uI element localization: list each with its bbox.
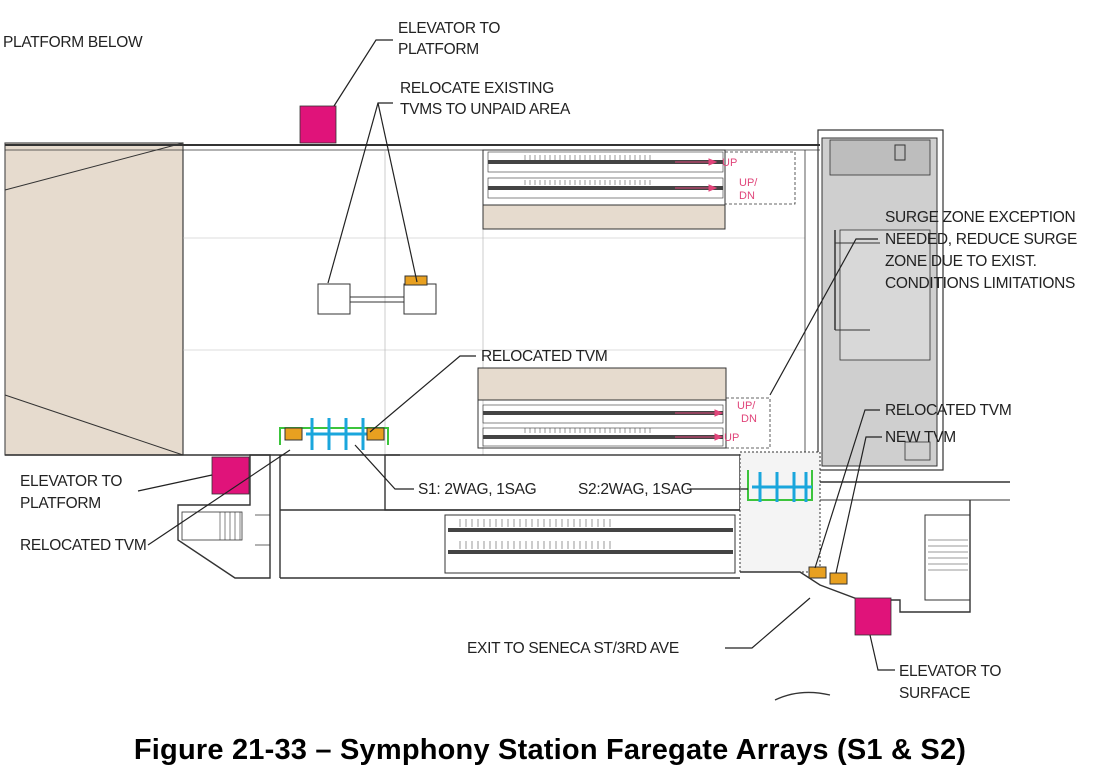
paid-area-outline	[279, 427, 813, 501]
label-relocate-tvms-1: RELOCATE EXISTING	[400, 80, 554, 97]
label-s2-array: S2:2WAG, 1SAG	[578, 481, 692, 498]
top-escalator-bank	[482, 149, 796, 230]
dir-top-up: UP	[722, 157, 737, 169]
mezzanine-structure	[4, 129, 1010, 701]
label-surge-zone-3: ZONE DUE TO EXIST.	[885, 253, 1037, 270]
label-surge-zone-1: SURGE ZONE EXCEPTION	[885, 209, 1075, 226]
surface-stair	[924, 514, 971, 601]
elevator-to-surface	[854, 597, 892, 636]
leader-lines	[137, 39, 895, 671]
label-elevator-to-platform-left-2: PLATFORM	[20, 495, 101, 512]
existing-tvm-pair	[317, 275, 437, 315]
label-elevator-to-surface-2: SURFACE	[899, 685, 970, 702]
existing-tvm-left	[317, 283, 351, 315]
label-relocated-tvm-right: RELOCATED TVM	[885, 402, 1011, 419]
new-tvm-exit	[829, 572, 848, 585]
label-s1-array: S1: 2WAG, 1SAG	[418, 481, 536, 498]
equipment-room-outer	[817, 129, 944, 471]
dir-mid-updn-2: DN	[741, 413, 757, 425]
label-exit: EXIT TO SENECA ST/3RD AVE	[467, 640, 679, 657]
existing-tvm-right	[403, 283, 437, 315]
label-relocated-tvm-center: RELOCATED TVM	[481, 348, 607, 365]
relocated-tvm-exit	[808, 566, 827, 579]
dir-top-updn-2: DN	[739, 190, 755, 202]
label-elevator-to-platform-top-2: PLATFORM	[398, 41, 479, 58]
left-ramp-line-2	[4, 394, 184, 456]
label-surge-zone-2: NEEDED, REDUCE SURGE	[885, 231, 1077, 248]
label-platform-below: PLATFORM BELOW	[3, 34, 143, 51]
left-ramp-area	[4, 142, 184, 456]
dir-top-updn-1: UP/	[739, 177, 758, 189]
label-relocate-tvms-2: TVMS TO UNPAID AREA	[400, 101, 571, 118]
dir-mid-updn-1: UP/	[737, 400, 756, 412]
middle-escalator-bank	[477, 367, 771, 449]
left-ramp-line-1	[4, 142, 184, 191]
elevator-to-platform-left	[211, 456, 250, 495]
label-elevator-to-surface-1: ELEVATOR TO	[899, 663, 1001, 680]
label-elevator-to-platform-top-1: ELEVATOR TO	[398, 20, 500, 37]
elevator-to-platform-top	[299, 105, 337, 144]
faregate-array-s1	[306, 418, 372, 450]
lower-stair-enclosure	[177, 454, 271, 579]
label-elevator-to-platform-left-1: ELEVATOR TO	[20, 473, 122, 490]
figure-caption: Figure 21-33 – Symphony Station Faregate…	[133, 734, 967, 766]
station-plan-diagram: UP UP/ DN UP/ DN UP	[3, 20, 1077, 702]
label-surge-zone-4: CONDITIONS LIMITATIONS	[885, 275, 1075, 292]
dir-mid-up: UP	[724, 432, 739, 444]
relocated-tvm-s1-left	[284, 427, 303, 441]
exit-passage	[739, 451, 821, 573]
faregate-array-s2	[752, 472, 812, 502]
tvm-units	[284, 427, 848, 585]
label-new-tvm: NEW TVM	[885, 429, 956, 446]
direction-arrows	[675, 158, 724, 441]
relocated-tvm-s1-right	[366, 427, 385, 441]
label-relocated-tvm-left: RELOCATED TVM	[20, 537, 146, 554]
lower-escalator-bank	[444, 514, 736, 574]
